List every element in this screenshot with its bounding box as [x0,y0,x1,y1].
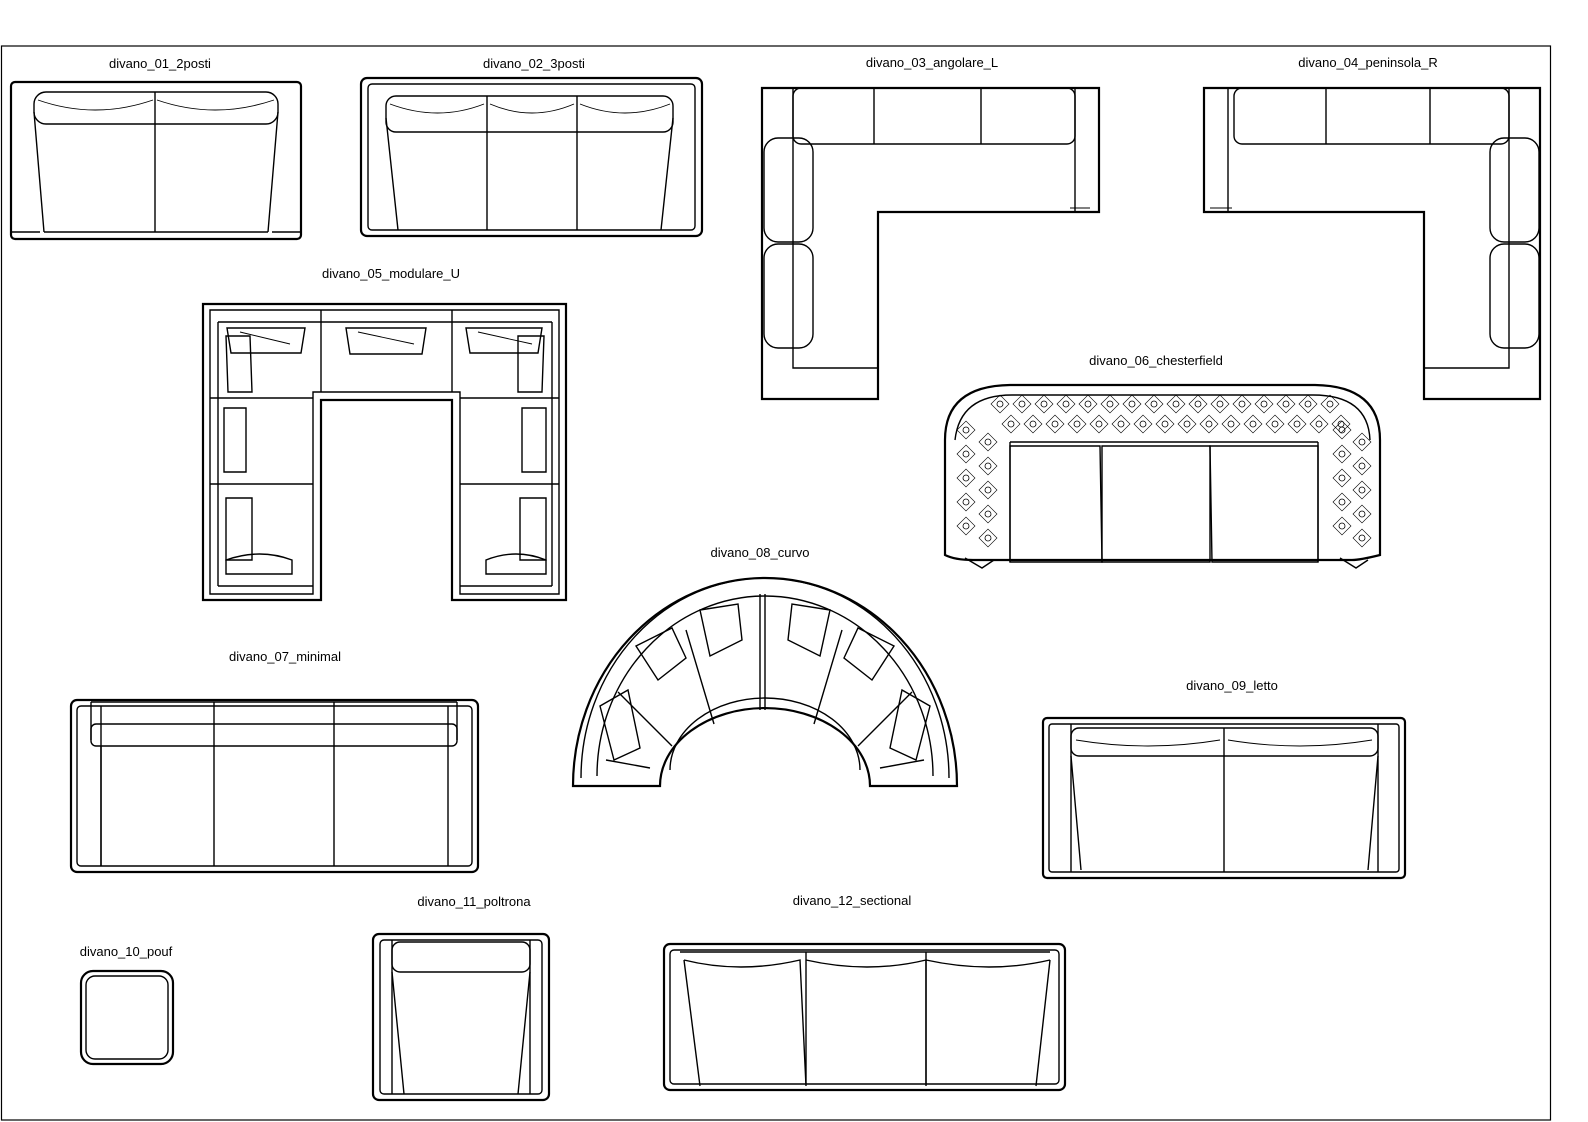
sofa-03-corner-l: divano_03_angolare_L [760,55,1101,401]
sofa-09-sofa-bed: divano_09_letto [1041,678,1407,880]
sofa-08-curved: divano_08_curvo [571,545,959,788]
sofa-02-three-seater: divano_02_3posti [359,56,704,238]
sofa-04-peninsula-r: divano_04_peninsola_R [1202,55,1542,401]
sofa-10-pouf: divano_10_pouf [80,944,175,1066]
sofa-06-chesterfield: divano_06_chesterfield [943,353,1382,569]
sofa-08-label: divano_08_curvo [710,545,809,560]
sofa-02-label: divano_02_3posti [483,56,585,71]
chesterfield-tufting [956,394,1372,548]
sofa-07-minimal: divano_07_minimal [69,649,480,874]
sofa-11-armchair: divano_11_poltrona [371,894,551,1102]
sofa-05-label: divano_05_modulare_U [322,266,460,281]
sofa-10-label: divano_10_pouf [80,944,173,959]
sofa-03-label: divano_03_angolare_L [866,55,998,70]
sofa-12-label: divano_12_sectional [793,893,912,908]
sofa-09-label: divano_09_letto [1186,678,1278,693]
sofa-05-modular-u: divano_05_modulare_U [201,266,568,602]
sofa-06-label: divano_06_chesterfield [1089,353,1223,368]
sofa-01-two-seater: divano_01_2posti [9,56,303,241]
sofa-12-sectional: divano_12_sectional [662,893,1067,1092]
sofa-01-label: divano_01_2posti [109,56,211,71]
sheet-border [0,45,1552,1121]
sofa-04-label: divano_04_peninsola_R [1298,55,1438,70]
sofa-07-label: divano_07_minimal [229,649,341,664]
sofa-11-label: divano_11_poltrona [417,894,531,909]
